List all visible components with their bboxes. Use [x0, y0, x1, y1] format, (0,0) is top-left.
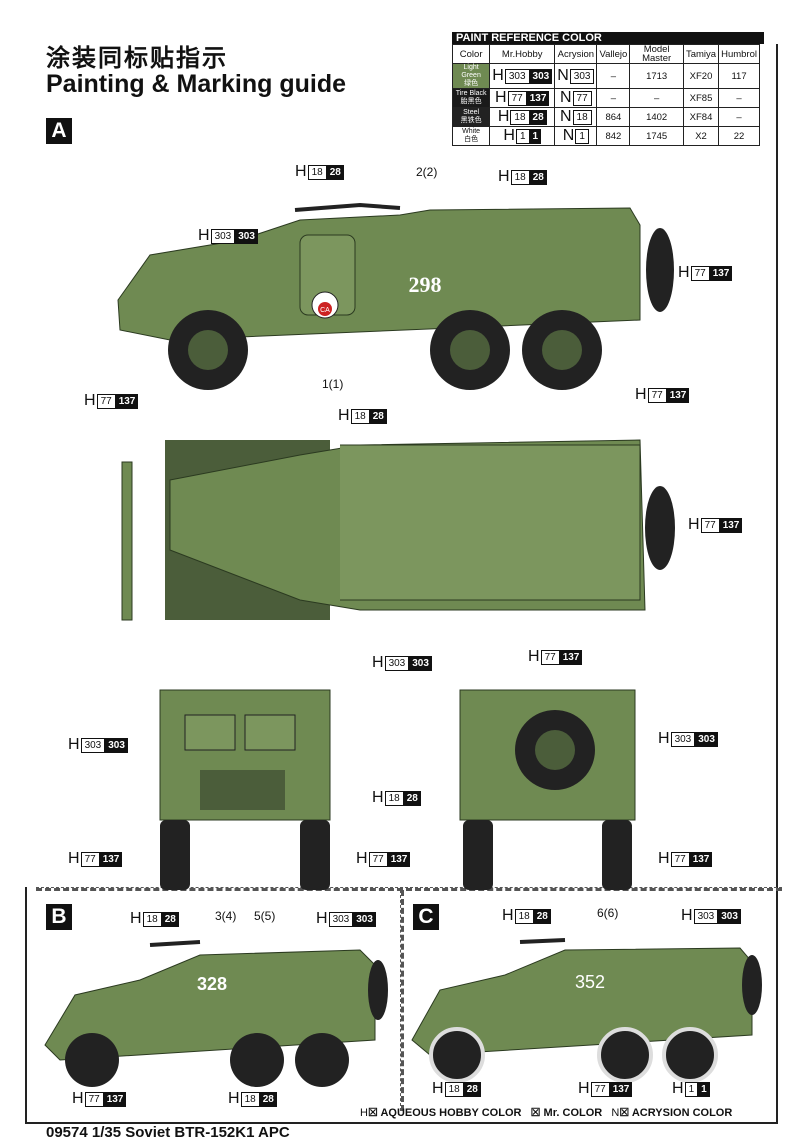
- color-legend: H☒ AQUEOUS HOBBY COLOR ☒ Mr. COLOR N☒ AC…: [360, 1107, 733, 1119]
- humbrol-code: 22: [718, 126, 760, 146]
- top-view-a: [121, 439, 675, 621]
- side-view-c: 352: [411, 938, 762, 1083]
- divider-vertical: [400, 890, 404, 1111]
- title-chinese: 涂装同标贴指示: [46, 44, 228, 72]
- part-label-5: 5(5): [254, 909, 276, 923]
- svg-text:352: 352: [575, 972, 605, 992]
- tamiya-code: XF20: [682, 63, 720, 89]
- section-c-badge: C: [413, 904, 439, 930]
- paint-table-title: PAINT REFERENCE COLOR: [452, 32, 764, 44]
- part-label-6: 6(6): [597, 906, 619, 920]
- part-label-1: 1(1): [322, 377, 344, 391]
- section-a-badge: A: [46, 118, 72, 144]
- tamiya-code: X2: [682, 126, 720, 146]
- rear-view-a: [459, 689, 636, 890]
- humbrol-code: 117: [718, 63, 760, 89]
- frame-left: [25, 887, 27, 1124]
- svg-text:CA: CA: [320, 307, 330, 314]
- side-view-b: 328: [44, 940, 388, 1087]
- front-view-a: [159, 689, 331, 890]
- section-b-badge: B: [46, 904, 72, 930]
- svg-text:298: 298: [409, 272, 442, 297]
- footer-product: 09574 1/35 Soviet BTR-152K1 APC: [46, 1124, 290, 1141]
- part-label-2: 2(2): [416, 165, 438, 179]
- frame-right: [776, 44, 778, 1124]
- part-label-3: 3(4): [215, 909, 237, 923]
- title-english: Painting & Marking guide: [46, 70, 347, 98]
- frame-bottom: [25, 1122, 778, 1124]
- vallejo-code: 864: [596, 107, 631, 127]
- vallejo-code: 842: [596, 126, 631, 146]
- paint-reference-table: Color Mr.Hobby Acrysion Vallejo Model Ma…: [451, 44, 760, 146]
- divider-horizontal: [36, 887, 782, 891]
- svg-text:328: 328: [197, 974, 227, 994]
